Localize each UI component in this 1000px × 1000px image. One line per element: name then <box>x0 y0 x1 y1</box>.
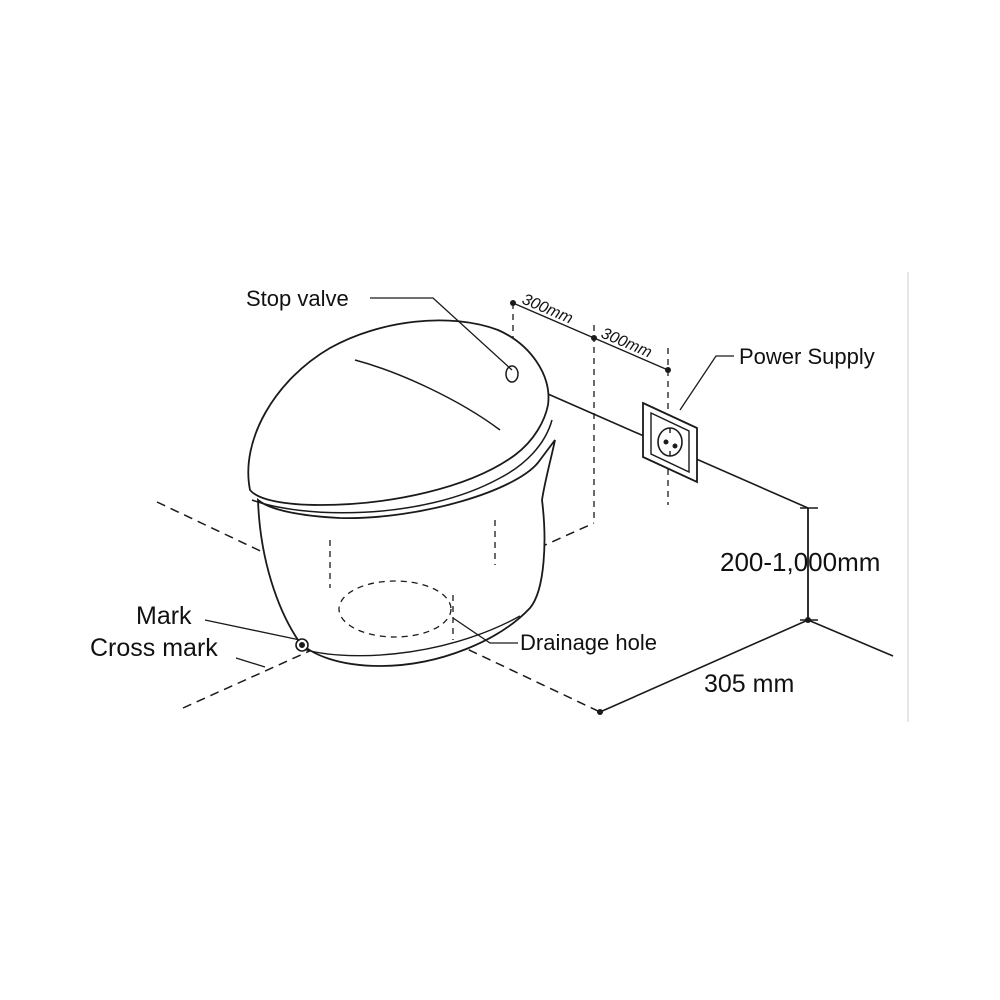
drainage-hole-label: Drainage hole <box>520 630 657 655</box>
toilet-lid <box>247 319 550 506</box>
dimension-dot <box>591 335 597 341</box>
floor-wall-line <box>807 619 894 657</box>
dimension-dot <box>510 300 516 306</box>
power-supply-label: Power Supply <box>739 344 875 369</box>
floor-diagonal-line <box>599 619 809 713</box>
dimension-dot <box>665 367 671 373</box>
dimension-dot <box>597 709 603 715</box>
toilet-icon <box>247 319 556 667</box>
drain-distance-label: 305 mm <box>704 670 794 698</box>
base-rim <box>299 615 521 657</box>
seat-rim <box>251 419 553 514</box>
stop-valve-knob <box>505 365 519 383</box>
power-supply-leader <box>679 355 734 411</box>
outlet-height-label: 200-1,000mm <box>720 547 880 577</box>
dimension-dot <box>805 617 811 623</box>
outlet-offset-label-2: 300mm <box>598 325 654 361</box>
hidden-lines <box>329 520 496 640</box>
outlet-offset-label-1: 300mm <box>519 291 575 327</box>
stop-valve-label: Stop valve <box>246 286 349 311</box>
drainage-hole-leader <box>452 617 518 644</box>
tank-cover-seam <box>354 359 501 431</box>
cross-mark-leader <box>235 657 266 668</box>
drainage-hole-outline <box>338 580 452 638</box>
outlet-offset-dimension-line <box>512 302 669 371</box>
stop-valve-leader <box>370 297 513 371</box>
mark-leader <box>204 619 301 641</box>
leader-lines <box>204 297 734 668</box>
mark-label: Mark <box>136 602 192 630</box>
cross-mark-label: Cross mark <box>90 634 218 662</box>
power-outlet-icon <box>642 401 698 484</box>
